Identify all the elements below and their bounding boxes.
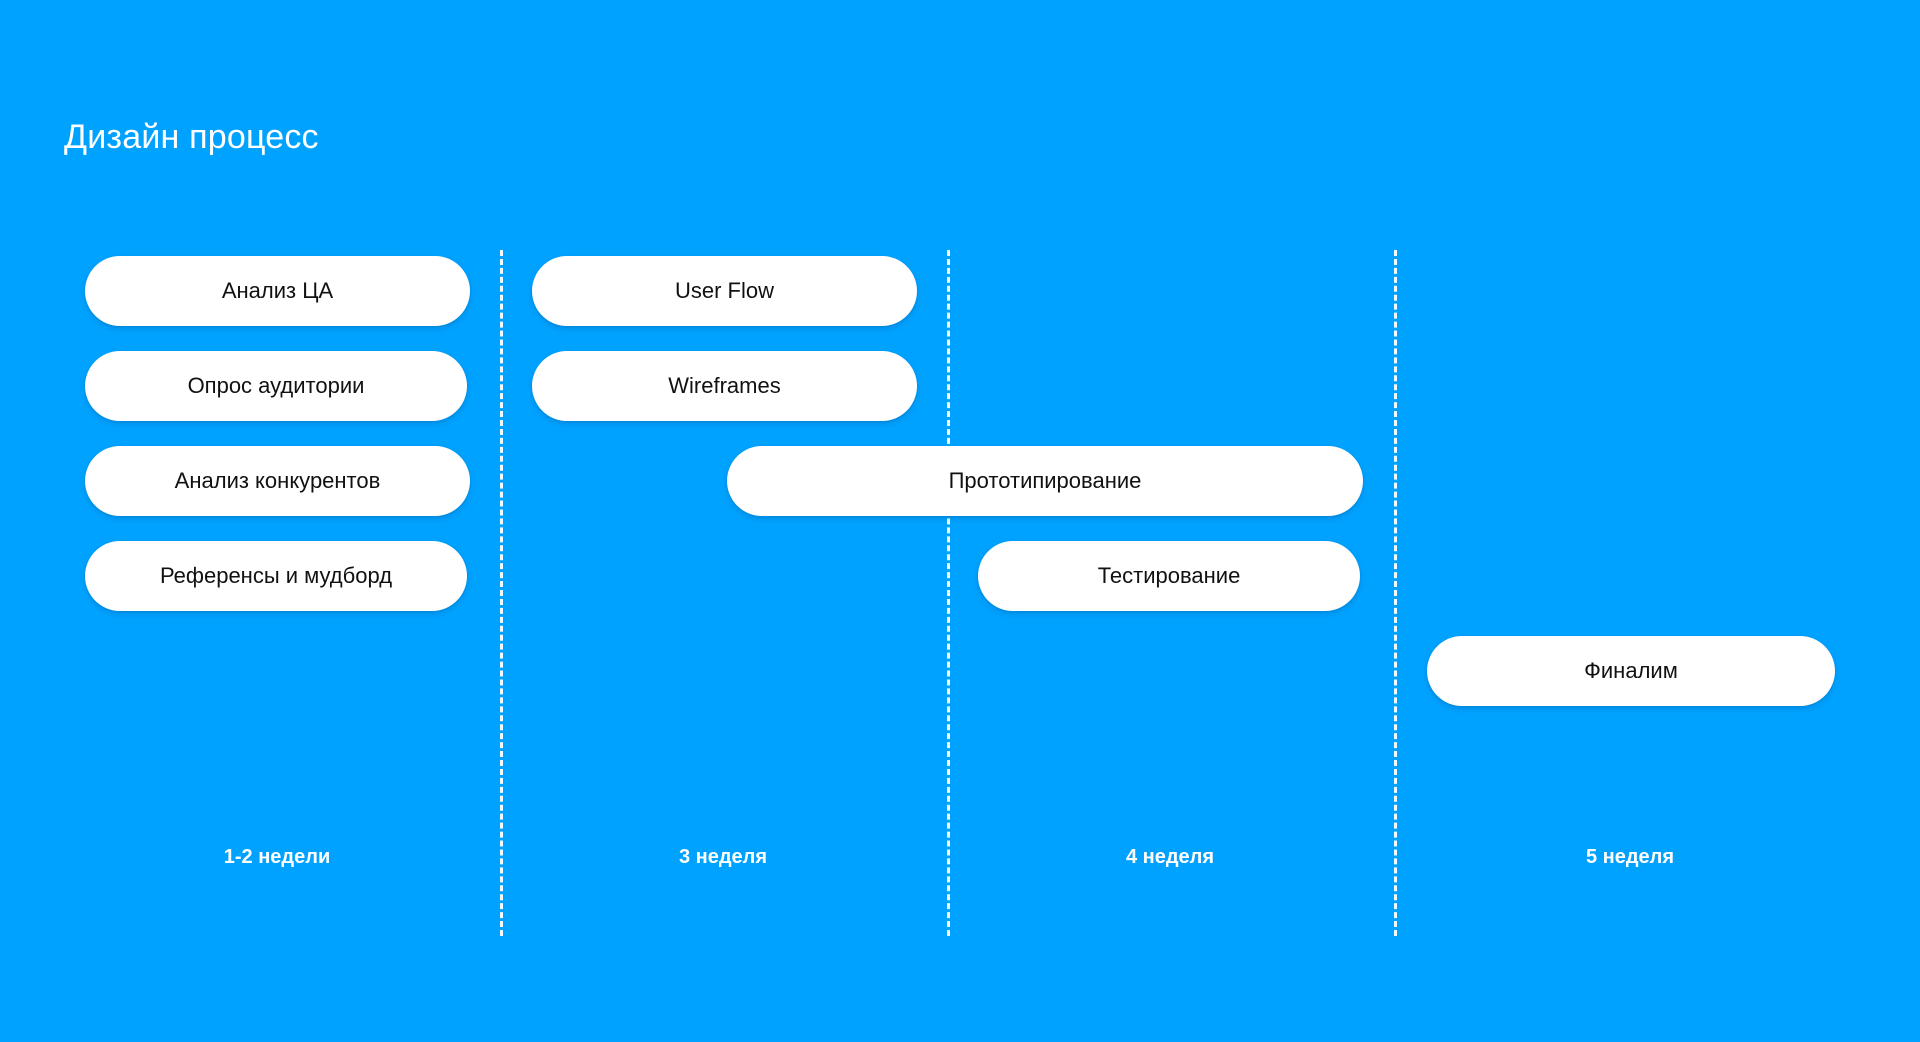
task-user-flow[interactable]: User Flow — [532, 256, 917, 326]
phase-4-label: 5 неделя — [1585, 846, 1675, 868]
task-wireframes[interactable]: Wireframes — [532, 351, 917, 421]
phase-divider-1 — [500, 250, 503, 936]
task-pill-label: Анализ ЦА — [221, 278, 334, 303]
phase-2-label: 3 неделя — [678, 846, 768, 868]
phase-divider-2 — [947, 250, 950, 936]
task-finalim[interactable]: Финалим — [1427, 636, 1835, 706]
task-pill-label: Референсы и мудборд — [159, 563, 393, 588]
task-prototip[interactable]: Прототипирование — [727, 446, 1363, 516]
task-pill-label: User Flow — [674, 278, 774, 303]
phase-1-label: 1-2 недели — [223, 846, 331, 868]
phase-3-label: 4 неделя — [1125, 846, 1215, 868]
task-pill-label: Wireframes — [668, 373, 781, 398]
task-pill-label: Финалим — [1584, 658, 1678, 683]
page-title: Дизайн процесс — [64, 118, 319, 156]
task-analiz-konkur[interactable]: Анализ конкурентов — [85, 446, 470, 516]
task-pill-label: Прототипирование — [948, 468, 1142, 493]
task-referensy[interactable]: Референсы и мудборд — [85, 541, 467, 611]
task-analiz-ca[interactable]: Анализ ЦА — [85, 256, 470, 326]
task-testirovanie[interactable]: Тестирование — [978, 541, 1360, 611]
task-pill-label: Анализ конкурентов — [174, 468, 381, 493]
task-pill-label: Опрос аудитории — [187, 373, 365, 398]
phase-divider-3 — [1394, 250, 1397, 936]
task-opros-auditorii[interactable]: Опрос аудитории — [85, 351, 467, 421]
task-pill-label: Тестирование — [1097, 563, 1241, 588]
